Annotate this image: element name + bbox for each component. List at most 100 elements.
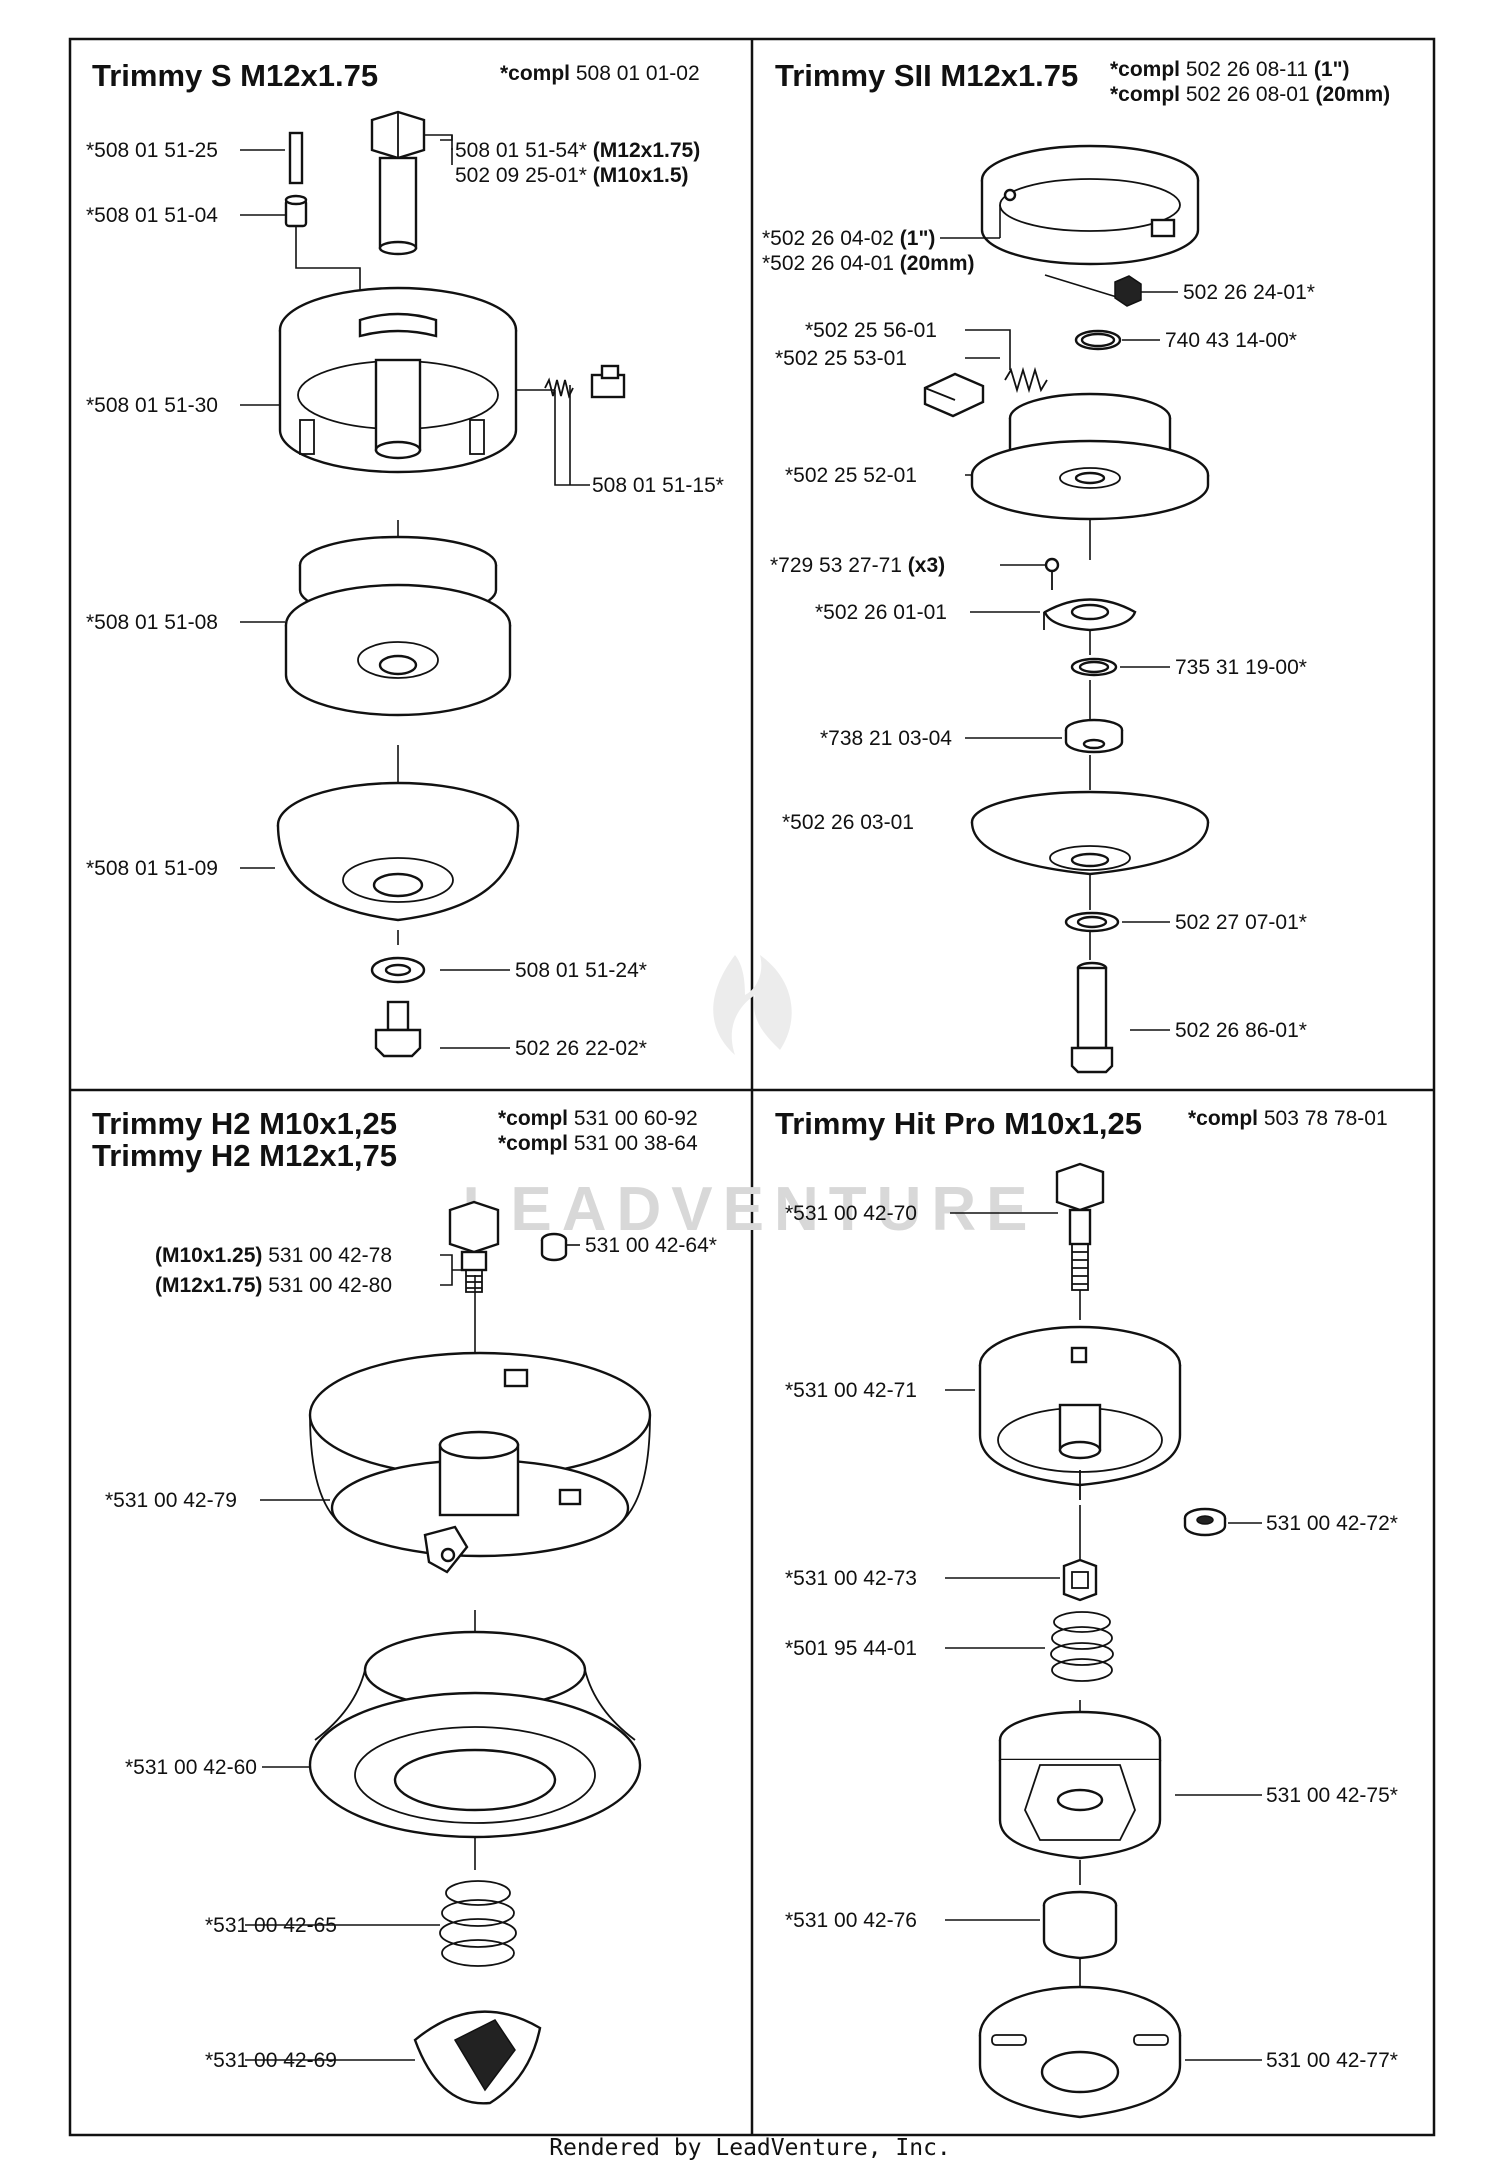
screw-part [1044, 557, 1060, 590]
compl-suffix: (20mm) [1315, 83, 1390, 106]
latch-part [923, 372, 985, 418]
washer-bolt-part [370, 956, 426, 1058]
part-number: 508 01 51-54* [455, 139, 587, 162]
part-number: 531 00 42-78 [268, 1244, 392, 1267]
spring-part [439, 1880, 517, 1967]
cover-part [276, 781, 520, 922]
part-label: 531 00 42-64* [585, 1234, 717, 1257]
part-note: (1") [900, 227, 936, 250]
compl-number: 503 78 78-01 [1264, 1107, 1388, 1130]
part-label: 735 31 19-00* [1175, 656, 1307, 679]
spring-part [1004, 366, 1048, 394]
housing-ring-part [980, 144, 1200, 266]
panel-title: Trimmy S M12x1.75 [92, 58, 378, 93]
part-label: 502 26 86-01* [1175, 1019, 1307, 1042]
part-label: *738 21 03-04 [820, 727, 952, 750]
button-part [1042, 1890, 1118, 1960]
part-label: 508 01 51-24* [515, 959, 647, 982]
part-label: *531 00 42-69 [205, 2049, 337, 2072]
spool-part [998, 1710, 1162, 1860]
part-label: (M12x1.75) 531 00 42-80 [155, 1274, 392, 1297]
pin-part [284, 131, 308, 228]
part-label: *502 25 53-01 [775, 347, 907, 370]
part-label: *508 01 51-04 [86, 204, 218, 227]
compl-number: 502 26 08-01 [1186, 83, 1310, 106]
compl-line: *compl 531 00 60-92 [498, 1107, 698, 1130]
panel-title: Trimmy Hit Pro M10x1,25 [775, 1106, 1142, 1141]
bearing-part [1064, 718, 1124, 754]
panel-trimmy-s: Trimmy S M12x1.75 *compl 508 01 01-02 [86, 58, 724, 1060]
part-label: (M10x1.25) 531 00 42-78 [155, 1244, 392, 1267]
part-label: *531 00 42-60 [125, 1756, 257, 1779]
part-number: 531 00 42-80 [268, 1274, 392, 1297]
part-label: 740 43 14-00* [1165, 329, 1297, 352]
compl-suffix: (1") [1314, 58, 1350, 81]
part-label: *531 00 42-71 [785, 1379, 917, 1402]
part-label: *502 25 52-01 [785, 464, 917, 487]
footer-credit: Rendered by LeadVenture, Inc. [549, 2135, 951, 2161]
washer-part [1064, 911, 1120, 933]
compl-prefix: *compl [498, 1107, 568, 1130]
part-label: 531 00 42-75* [1266, 1784, 1398, 1807]
o-ring-part [1074, 329, 1122, 351]
eyelet-part [1183, 1507, 1227, 1537]
washer-part [1070, 657, 1118, 677]
part-label: *502 26 04-01 (20mm) [762, 252, 975, 275]
part-note: (M10x1.25) [155, 1244, 262, 1267]
part-label: *502 26 03-01 [782, 811, 914, 834]
eyelet-part [540, 1232, 568, 1262]
part-label: *531 00 42-65 [205, 1914, 337, 1937]
part-label: *502 26 04-02 (1") [762, 227, 935, 250]
part-label: 531 00 42-72* [1266, 1512, 1398, 1535]
panel-trimmy-sii: Trimmy SII M12x1.75 *compl 502 26 08-11 … [762, 58, 1390, 1074]
part-label: *531 00 42-76 [785, 1909, 917, 1932]
panel-title: Trimmy H2 M10x1,25 [92, 1106, 397, 1141]
part-label: *729 53 27-71 (x3) [770, 554, 945, 577]
compl-prefix: *compl [500, 62, 570, 85]
part-label: 508 01 51-15* [592, 474, 724, 497]
part-number: 502 09 25-01* [455, 164, 587, 187]
compl-prefix: *compl [1188, 1107, 1258, 1130]
adapter-nut-part [448, 1200, 500, 1293]
part-label: *502 25 56-01 [805, 319, 937, 342]
spring-clip-part [544, 364, 626, 399]
part-label: 508 01 51-54* (M12x1.75) [455, 139, 700, 162]
compl-number: 502 26 08-11 [1186, 58, 1308, 81]
watermark-flame-icon [713, 955, 792, 1055]
part-label: 502 09 25-01* (M10x1.5) [455, 164, 689, 187]
panel-trimmy-h2: Trimmy H2 M10x1,25 Trimmy H2 M12x1,75 *c… [92, 1106, 717, 2105]
part-number: *729 53 27-71 [770, 554, 902, 577]
part-label: 502 26 24-01* [1183, 281, 1315, 304]
spool-part [284, 535, 512, 717]
leader-lines [945, 1212, 1262, 2061]
part-number: *502 26 04-01 [762, 252, 894, 275]
part-label: *508 01 51-30 [86, 394, 218, 417]
bolt-part [1070, 961, 1114, 1074]
watermark-text: LEADVENTURE [462, 1175, 1037, 1244]
part-label: 502 27 07-01* [1175, 911, 1307, 934]
compl-line: *compl 531 00 38-64 [498, 1132, 698, 1155]
compl-number: 508 01 01-02 [576, 62, 700, 85]
compl-line: *compl 508 01 01-02 [500, 62, 700, 85]
cover-part [978, 1985, 1182, 2119]
leader-lines [240, 134, 590, 1049]
cover-part [970, 790, 1210, 876]
spring-part [1050, 1611, 1114, 1682]
housing-part [978, 1325, 1182, 1500]
part-number: *502 26 04-02 [762, 227, 894, 250]
part-note: (M12x1.75) [155, 1274, 262, 1297]
part-note: (20mm) [900, 252, 975, 275]
panel-title-2: Trimmy H2 M12x1,75 [92, 1138, 397, 1173]
compl-line: *compl 503 78 78-01 [1188, 1107, 1388, 1130]
part-label: *531 00 42-73 [785, 1567, 917, 1590]
watermark: LEADVENTURE [462, 955, 1037, 1244]
compl-prefix: *compl [1110, 58, 1180, 81]
part-label: *508 01 51-09 [86, 857, 218, 880]
part-note: (x3) [908, 554, 945, 577]
part-label: *508 01 51-25 [86, 139, 218, 162]
hex-nut-part [1062, 1558, 1098, 1602]
part-label: *531 00 42-79 [105, 1489, 237, 1512]
panel-trimmy-hit-pro: Trimmy Hit Pro M10x1,25 *compl 503 78 78… [775, 1106, 1398, 2119]
bolt-part [1055, 1162, 1105, 1291]
